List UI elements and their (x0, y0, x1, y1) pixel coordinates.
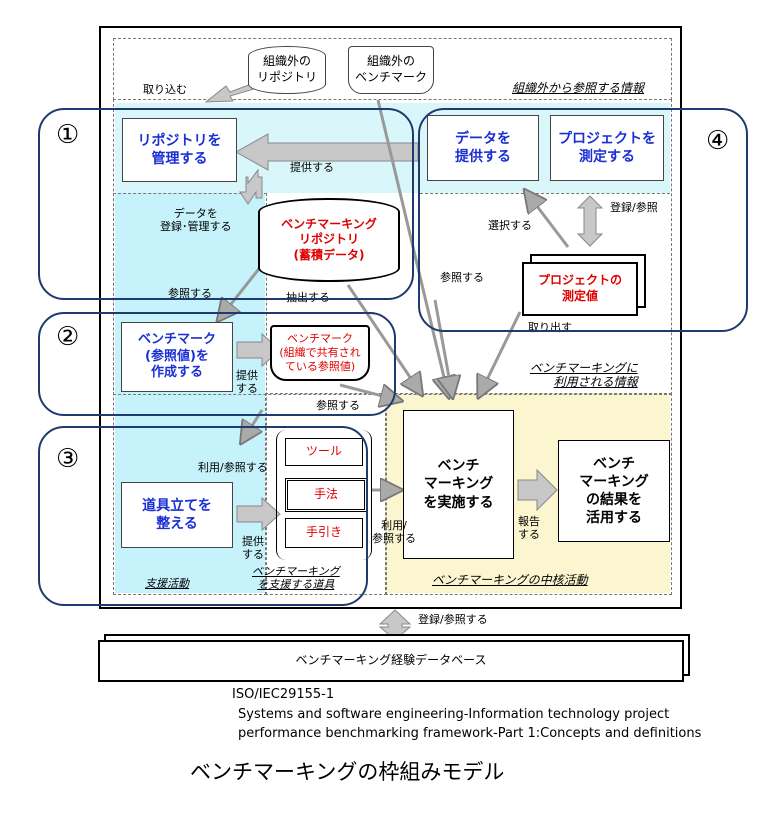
provide-data-label: データを 提供する (455, 130, 511, 165)
measure-project-label: プロジェクトを 測定する (558, 130, 656, 165)
support-boundary (113, 193, 267, 595)
flow-refer-shared-label: 参照する (316, 399, 360, 412)
external-benchmark-label: 組織外の ベンチマーク (354, 54, 427, 84)
shared-benchmark-label: ベンチマーク (組織で共有され ている参照値) (279, 331, 361, 374)
flow-register-refer-label: 登録/参照 (610, 201, 658, 214)
external-repository-label: 組織外の リポジトリ (256, 54, 317, 84)
flow-use-refer-label: 利用/参照する (198, 461, 268, 474)
group-3-number: ③ (56, 444, 80, 474)
framework-outer-frame (99, 26, 682, 609)
flow-report-label: 報告 する (518, 515, 540, 541)
prepare-tools-label: 道具立てを 整える (142, 497, 212, 532)
tool-item-method: 手法 (285, 478, 367, 512)
use-results-box: ベンチ マーキング の結果を 活用する (558, 440, 670, 542)
flow-register-refer-db-label: 登録/参照する (418, 613, 488, 626)
section-external-label: 組織外から参照する情報 (512, 81, 645, 95)
manage-repository-label: リポジトリを 管理する (137, 132, 222, 167)
tool-item-tool-label: ツール (305, 444, 342, 459)
flow-refer-label: 参照する (440, 271, 484, 284)
section-used-label: ベンチマーキングに 利用される情報 (530, 361, 638, 389)
tool-item-tool: ツール (285, 438, 363, 466)
project-measures-cube: プロジェクトの 測定値 (522, 262, 638, 316)
flow-provide-label: 提供する (290, 161, 334, 174)
provide-data-box: データを 提供する (427, 115, 539, 181)
flow-register-manage-label: データを 登録･管理する (160, 207, 232, 233)
arrow-prepare-to-tools (236, 496, 281, 532)
create-benchmark-label: ベンチマーク (参照値)を 作成する (137, 331, 216, 381)
group-4-number: ④ (706, 126, 730, 156)
use-results-label: ベンチ マーキング の結果を 活用する (579, 455, 649, 527)
group-3-outline (38, 426, 368, 606)
arrow-extract (346, 284, 420, 392)
arrow-take-out (480, 311, 522, 394)
caption-line-1: Systems and software engineering-Informa… (238, 707, 670, 722)
tool-item-guide: 手引き (285, 518, 363, 548)
caption-standard: ISO/IEC29155-1 (232, 687, 335, 702)
group-2-outline (38, 312, 396, 416)
section-tools-label: ベンチマーキング を支援する道具 (252, 565, 340, 591)
flow-use-refer-tools-label: 利用/ 参照する (372, 519, 416, 545)
prepare-tools-box: 道具立てを 整える (121, 482, 233, 548)
flow-extract-label: 抽出する (286, 291, 330, 304)
external-repository-cylinder: 組織外の リポジトリ (248, 46, 326, 94)
flow-import-label: 取り込む (143, 83, 187, 96)
arrow-measure-register (576, 195, 604, 247)
benchmarking-repository-label: ベンチマーキング リポジトリ (蓄積データ) (281, 216, 377, 262)
section-support-label: 支援活動 (145, 577, 189, 590)
experience-database-label: ベンチマーキング経験データベース (295, 653, 487, 668)
flow-provide-tools-label: 提供 する (242, 535, 264, 561)
perform-benchmarking-box: ベンチ マーキング を実施する (403, 410, 514, 559)
experience-database-box: ベンチマーキング経験データベース (98, 640, 684, 682)
group-4-outline (418, 108, 748, 332)
group-1-number: ① (56, 120, 80, 150)
benchmarking-repository-cylinder: ベンチマーキング リポジトリ (蓄積データ) (258, 198, 400, 282)
arrow-refer-repository (220, 264, 264, 318)
manage-repository-box: リポジトリを 管理する (122, 118, 237, 182)
arrow-select (527, 193, 570, 248)
tool-item-guide-label: 手引き (305, 525, 342, 540)
create-benchmark-box: ベンチマーク (参照値)を 作成する (121, 322, 233, 392)
project-measures-label: プロジェクトの 測定値 (537, 273, 622, 303)
tools-bracket (276, 430, 372, 560)
measure-project-box: プロジェクトを 測定する (550, 115, 664, 181)
flow-select-label: 選択する (488, 219, 532, 232)
perform-benchmarking-label: ベンチ マーキング を実施する (423, 458, 494, 511)
caption-line-2: performance benchmarking framework-Part … (238, 726, 702, 741)
flow-provide-shared-label: 提供 する (236, 369, 258, 395)
external-benchmark-book: 組織外の ベンチマーク (348, 46, 434, 94)
flow-refer-repository-label: 参照する (168, 287, 212, 300)
tool-item-method-label: 手法 (313, 487, 338, 502)
arrow-experience-db (378, 609, 412, 641)
group-2-number: ② (56, 322, 80, 352)
caption-title: ベンチマーキングの枠組みモデル (190, 760, 505, 784)
arrow-register-manage (239, 168, 263, 205)
group-1-outline (38, 108, 414, 300)
arrow-perform-to-results (517, 468, 558, 512)
shared-benchmark-book: ベンチマーク (組織で共有され ている参照値) (270, 325, 370, 381)
section-core-label: ベンチマーキングの中核活動 (432, 573, 588, 587)
external-info-boundary (113, 38, 672, 100)
